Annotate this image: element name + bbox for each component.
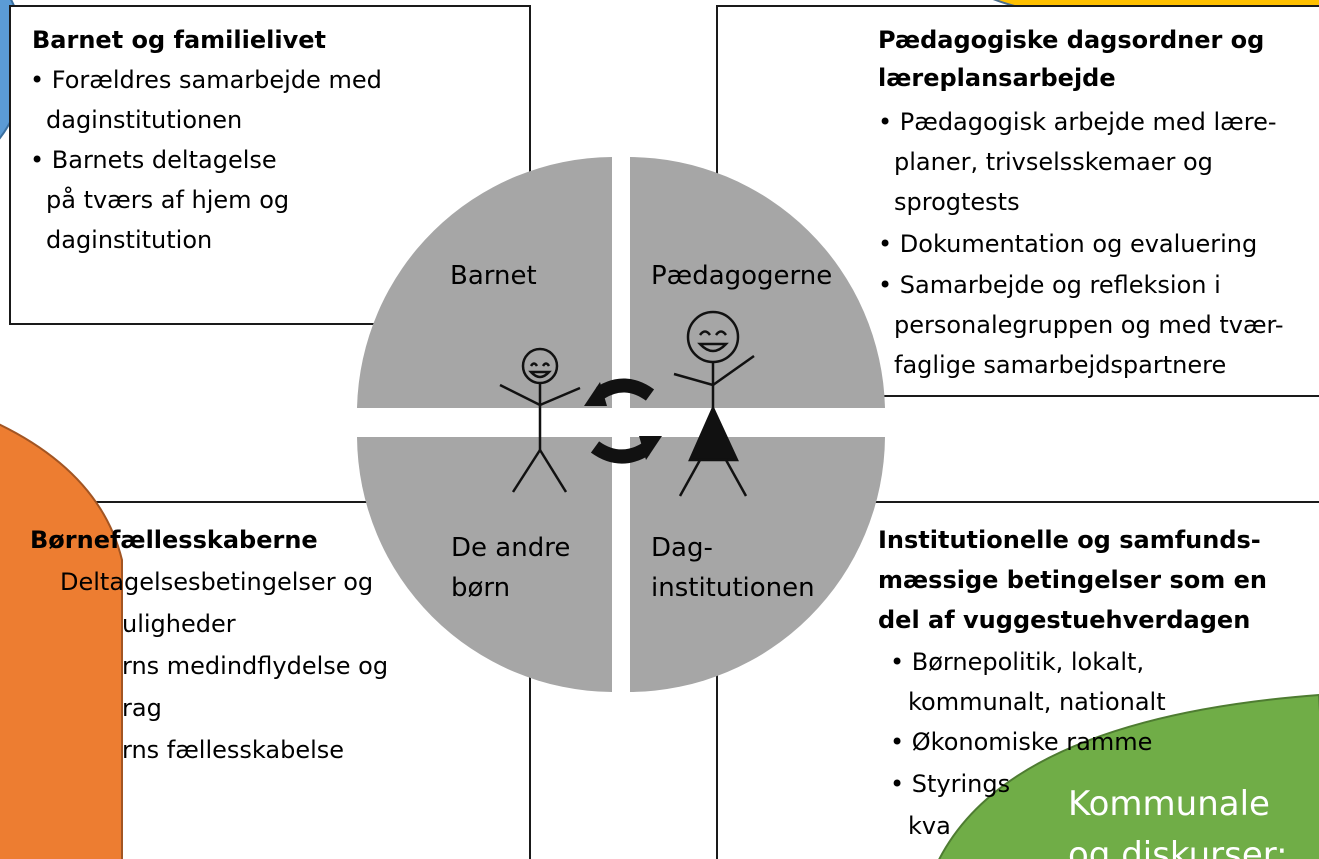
box-bottom-right-title: mæssige betingelser som en (878, 566, 1267, 594)
green-overlay-shape (938, 693, 1319, 859)
quadrant-label-de-andre-boern: De andre (451, 533, 570, 563)
quadrant-bottom-right (630, 437, 885, 692)
box-top-left-line: daginstitution (46, 226, 212, 254)
box-top-left-title: Barnet og familielivet (32, 26, 326, 54)
box-top-right-line: • Dokumentation og evaluering (878, 230, 1257, 258)
box-top-left-line: • Forældres samarbejde med (30, 66, 382, 94)
green-overlay-text: Kommunale (1068, 784, 1270, 824)
quadrant-top-right (630, 157, 885, 408)
box-top-right-line: sprogtests (894, 188, 1020, 216)
quadrant-label-de-andre-boern: børn (451, 573, 510, 603)
educator-figure-icon (673, 310, 755, 497)
box-top-right-line: planer, trivselsskemaer og (894, 148, 1213, 176)
box-bottom-right-title: del af vuggestuehverdagen (878, 606, 1250, 634)
box-top-right-line: • Samarbejde og refleksion i (878, 271, 1221, 299)
exchange-arrows-icon (584, 378, 662, 464)
box-top-left-line: daginstitutionen (46, 106, 242, 134)
quadrant-top-left (357, 157, 612, 408)
box-top-left-line: på tværs af hjem og (46, 185, 289, 214)
box-bottom-left-line: rns fællesskabelse (122, 736, 344, 764)
box-top-right-line: • Pædagogisk arbejde med lære- (878, 108, 1277, 136)
box-bottom-right-line: • Økonomiske ramme (890, 728, 1152, 756)
green-overlay-text: og diskurser: (1068, 835, 1288, 859)
quadrant-label-daginstitutionen: institutionen (651, 573, 815, 603)
orange-overlay-shape (0, 423, 123, 859)
box-bottom-left-title: Børnefællesskaberne (30, 526, 318, 554)
box-bottom-right-title: Institutionelle og samfunds- (878, 526, 1261, 554)
quadrant-bottom-left (357, 437, 612, 692)
box-bottom-left-line: rns medindflydelse og (122, 652, 388, 680)
child-figure-icon (499, 347, 581, 493)
box-bottom-right-line: • Børnepolitik, lokalt, (890, 648, 1144, 676)
quadrant-label-paedagogerne: Pædagogerne (651, 261, 832, 291)
box-bottom-left-line: Deltagelsesbetingelser og (60, 568, 373, 596)
box-bottom-right-line: kommunalt, nationalt (908, 688, 1166, 716)
box-bottom-left-line: uligheder (122, 610, 236, 638)
box-bottom-left-line: rag (122, 694, 162, 722)
box-top-right-line: faglige samarbejdspartnere (894, 351, 1226, 379)
box-top-left-line: • Barnets deltagelse (30, 146, 277, 174)
box-top-right-line: personalegruppen og med tvær- (894, 311, 1284, 339)
box-bottom-right-line: kva (908, 812, 951, 840)
box-bottom-right-line: • Styrings (890, 770, 1010, 798)
quadrant-label-barnet: Barnet (450, 261, 537, 291)
box-top-right-title: Pædagogiske dagsordner og (878, 26, 1264, 54)
quadrant-label-daginstitutionen: Dag- (651, 533, 713, 563)
box-top-right-title: læreplansarbejde (878, 64, 1116, 92)
